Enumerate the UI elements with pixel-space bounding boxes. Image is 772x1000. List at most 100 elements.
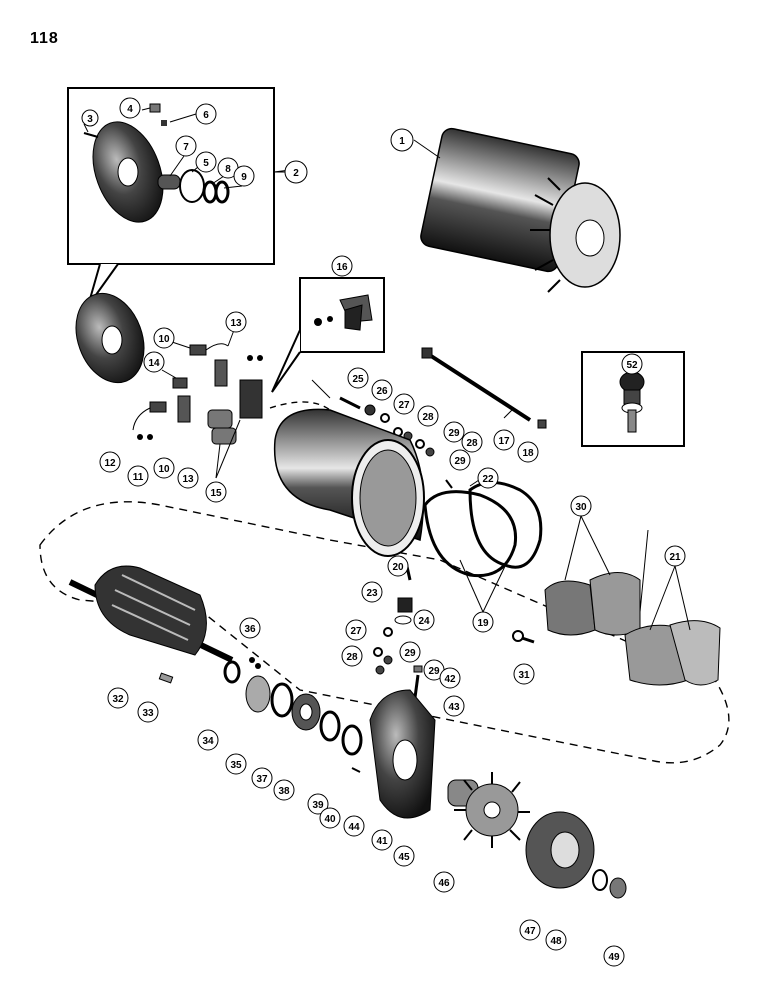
callout-28-b: 28 [461, 431, 483, 453]
svg-text:35: 35 [230, 760, 242, 771]
svg-text:27: 27 [398, 400, 410, 411]
callout-12: 12 [99, 451, 121, 473]
svg-text:17: 17 [498, 436, 510, 447]
bearing-stack-part [223, 657, 363, 756]
callout-21: 21 [664, 545, 686, 567]
dashed-lead-line [269, 401, 331, 411]
callout-9: 9 [233, 165, 255, 187]
svg-text:11: 11 [133, 472, 144, 483]
callout-47: 47 [519, 919, 541, 941]
callout-7: 7 [175, 135, 197, 157]
callout-18: 18 [517, 441, 539, 463]
callout-25: 25 [347, 367, 369, 389]
svg-text:30: 30 [575, 502, 587, 513]
svg-text:21: 21 [669, 552, 681, 563]
callout-52: 52 [621, 353, 643, 375]
armature-part [68, 565, 234, 684]
svg-text:44: 44 [348, 822, 360, 833]
callout-19: 19 [472, 611, 494, 633]
callout-11: 11 [127, 465, 149, 487]
svg-text:39: 39 [312, 800, 324, 811]
brushes-and-holders-part [132, 343, 263, 445]
callout-10-upper: 10 [153, 327, 175, 349]
callout-34: 34 [197, 729, 219, 751]
callout-43: 43 [443, 695, 465, 717]
field-frame-part [273, 408, 425, 557]
callout-15: 15 [205, 481, 227, 503]
callout-48: 48 [545, 929, 567, 951]
svg-text:29: 29 [404, 648, 416, 659]
terminal-hardware-part [339, 396, 435, 457]
svg-text:29: 29 [428, 666, 440, 677]
callout-23: 23 [361, 581, 383, 603]
inset-box-terminal [581, 351, 685, 447]
callout-29-b: 29 [449, 449, 471, 471]
svg-text:26: 26 [376, 386, 388, 397]
callout-29-c: 29 [399, 641, 421, 663]
callout-14: 14 [143, 351, 165, 373]
svg-text:48: 48 [550, 936, 562, 947]
drive-end-frame-part [351, 689, 436, 819]
generator-assembly-part [420, 127, 621, 293]
callout-10-lower: 10 [153, 457, 175, 479]
field-coils-part [423, 479, 543, 578]
callout-16: 16 [331, 255, 353, 277]
callout-17: 17 [493, 429, 515, 451]
svg-text:6: 6 [203, 110, 209, 121]
svg-text:20: 20 [392, 562, 404, 573]
svg-text:45: 45 [398, 852, 410, 863]
svg-text:37: 37 [256, 774, 268, 785]
page-number: 118 [30, 30, 59, 47]
callout-2: 2 [284, 160, 308, 184]
svg-text:38: 38 [278, 786, 290, 797]
svg-text:2: 2 [293, 168, 299, 179]
callouts: 1 2 3 4 5 6 7 8 9 10 10 11 12 13 13 14 1… [81, 97, 686, 967]
callout-27-lower: 27 [345, 619, 367, 641]
callout-22: 22 [477, 467, 499, 489]
svg-text:10: 10 [158, 464, 170, 475]
callout-4: 4 [119, 97, 141, 119]
leader-lines [83, 107, 691, 631]
callout-3: 3 [81, 109, 99, 127]
callout-37: 37 [251, 767, 273, 789]
end-frame-inset-part [83, 103, 230, 223]
callout-24: 24 [413, 609, 435, 631]
callout-38: 38 [273, 779, 295, 801]
svg-text:40: 40 [324, 814, 336, 825]
callout-27-upper: 27 [393, 393, 415, 415]
svg-text:46: 46 [438, 878, 450, 889]
callout-28-c: 28 [341, 645, 363, 667]
svg-text:36: 36 [244, 624, 256, 635]
inset-box-end-frame [67, 87, 275, 307]
svg-text:1: 1 [399, 136, 405, 147]
svg-text:8: 8 [225, 164, 231, 175]
svg-text:19: 19 [477, 618, 489, 629]
callout-40: 40 [319, 807, 341, 829]
svg-text:12: 12 [104, 458, 116, 469]
svg-text:10: 10 [158, 334, 170, 345]
svg-text:29: 29 [454, 456, 466, 467]
svg-text:3: 3 [87, 114, 93, 125]
callout-29-a: 29 [443, 421, 465, 443]
callout-45: 45 [393, 845, 415, 867]
pole-shoes-part [512, 572, 721, 686]
callout-31: 31 [513, 663, 535, 685]
svg-text:43: 43 [448, 702, 460, 713]
svg-text:34: 34 [202, 736, 214, 747]
svg-text:32: 32 [112, 694, 124, 705]
callout-35: 35 [225, 753, 247, 775]
brush-holder-inset-part [314, 294, 373, 331]
callout-32: 32 [107, 687, 129, 709]
terminal-inset-part [619, 371, 645, 433]
svg-text:9: 9 [241, 172, 247, 183]
callout-49: 49 [603, 945, 625, 967]
svg-text:28: 28 [466, 438, 478, 449]
svg-text:15: 15 [210, 488, 222, 499]
svg-text:28: 28 [346, 652, 358, 663]
callout-46: 46 [433, 871, 455, 893]
svg-text:18: 18 [522, 448, 534, 459]
svg-text:13: 13 [182, 474, 194, 485]
svg-text:47: 47 [524, 926, 536, 937]
callout-13-lower: 13 [177, 467, 199, 489]
